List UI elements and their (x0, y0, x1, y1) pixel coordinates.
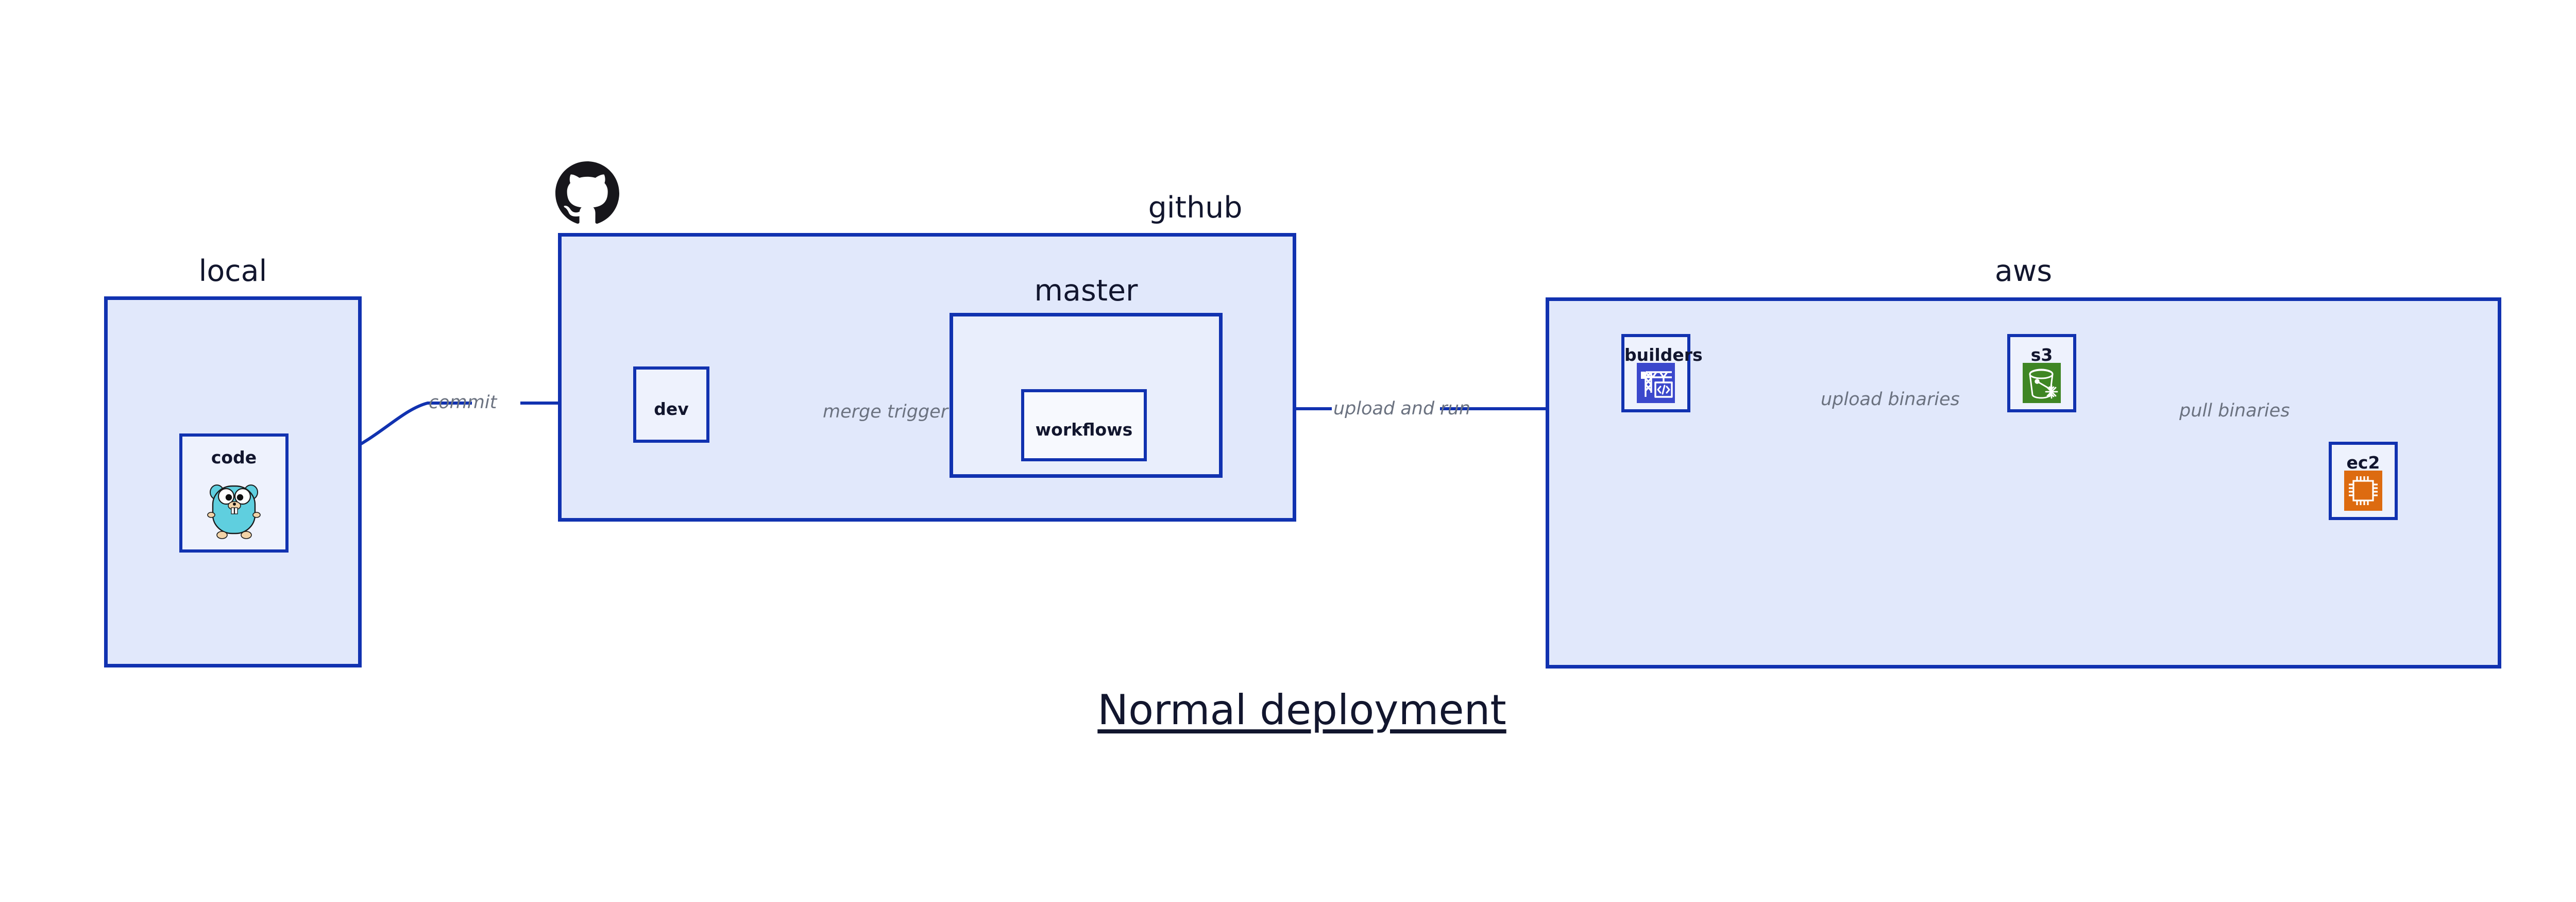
edge-label-upload-binaries: upload binaries (1821, 389, 1960, 410)
node-label-ec2: ec2 (2346, 453, 2380, 473)
diagram-title: Normal deployment (1097, 686, 1506, 734)
aws-codebuild-icon (1637, 363, 1675, 403)
node-workflows[interactable]: workflows (1021, 389, 1147, 461)
edge-label-merge-trigger: merge trigger (823, 402, 948, 422)
node-label-builders: builders (1624, 345, 1703, 365)
node-label-dev: dev (654, 399, 689, 419)
aws-ec2-icon (2344, 471, 2382, 511)
edge-label-pull-binaries: pull binaries (2179, 400, 2290, 421)
edge-label-commit: commit (429, 392, 497, 413)
group-label-aws: aws (1994, 254, 2053, 288)
node-ec2[interactable]: ec2 (2329, 442, 2398, 520)
group-label-local: local (198, 254, 267, 288)
aws-s3-glacier-icon (2023, 363, 2061, 403)
node-label-s3: s3 (2030, 345, 2053, 365)
node-label-workflows: workflows (1035, 420, 1133, 440)
group-label-master: master (1034, 274, 1138, 308)
node-code[interactable]: code (179, 433, 289, 553)
node-label-code: code (211, 447, 257, 467)
github-octocat-icon (555, 161, 619, 225)
edge-label-upload-and-run: upload and run (1333, 398, 1471, 419)
node-builders[interactable]: builders (1621, 334, 1703, 412)
group-label-github: github (1148, 191, 1243, 225)
node-dev[interactable]: dev (633, 366, 709, 443)
node-s3[interactable]: s3 (2007, 334, 2076, 412)
go-gopher-icon (206, 477, 262, 541)
